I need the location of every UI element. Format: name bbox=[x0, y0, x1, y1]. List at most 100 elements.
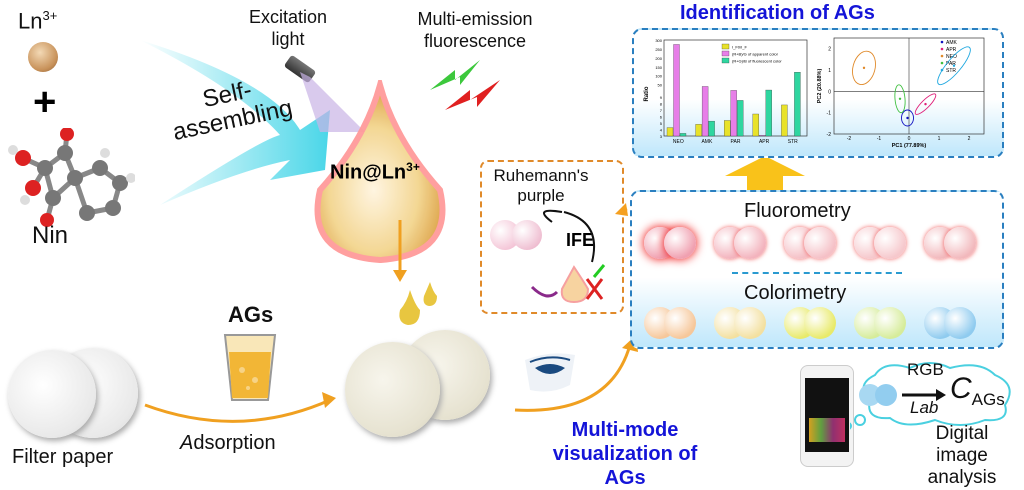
bar bbox=[737, 100, 744, 137]
y-tick-label: 3 bbox=[660, 134, 663, 139]
y-axis-label: Ratio bbox=[644, 86, 650, 101]
legend-label: APR bbox=[946, 47, 957, 53]
excitation-beam bbox=[300, 72, 365, 132]
y-tick-label: 200 bbox=[655, 56, 662, 61]
confidence-ellipse bbox=[852, 50, 876, 85]
x-tick-label: PAR bbox=[731, 139, 741, 145]
data-point bbox=[906, 116, 909, 120]
legend-marker bbox=[940, 54, 944, 58]
bar bbox=[759, 135, 766, 137]
x-axis-label: PC1 (77.89%) bbox=[892, 143, 927, 149]
x-tick-label: 2 bbox=[968, 136, 971, 142]
x-tick-label: -2 bbox=[847, 136, 852, 142]
nin-label: Nin bbox=[32, 222, 69, 249]
colorimetric-sphere bbox=[804, 307, 836, 339]
self-assembling-arrow bbox=[140, 40, 330, 205]
divider bbox=[732, 272, 902, 274]
y-tick-label: -1 bbox=[827, 111, 832, 117]
x-tick-label: STR bbox=[788, 139, 798, 145]
y-tick-label: 6 bbox=[660, 115, 663, 120]
data-point bbox=[952, 64, 956, 67]
ln-ion-sphere bbox=[28, 42, 58, 72]
data-point bbox=[924, 102, 927, 106]
visualization-arrow bbox=[514, 335, 638, 412]
up-arrow bbox=[725, 156, 805, 190]
down-arrow-and-drops bbox=[393, 220, 437, 325]
excitation-light-label: Excitation light bbox=[248, 7, 328, 49]
plus-sign: + bbox=[33, 80, 57, 124]
y-tick-label: 4 bbox=[660, 128, 663, 133]
legend-swatch bbox=[721, 57, 730, 64]
adsorption-arrow bbox=[144, 392, 336, 423]
colorimetric-sphere bbox=[734, 307, 766, 339]
y-axis-label: PC2 (20.88%) bbox=[817, 69, 823, 104]
smartphone bbox=[800, 365, 854, 467]
y-tick-label: 1 bbox=[828, 68, 831, 74]
fluorescent-sphere bbox=[664, 227, 696, 259]
thought-cloud bbox=[850, 362, 1011, 430]
bar bbox=[708, 120, 715, 137]
concentration-label: CAGs bbox=[950, 372, 1005, 409]
y-tick-label: 2 bbox=[828, 47, 831, 53]
y-tick-label: 100 bbox=[655, 74, 662, 79]
legend-label: I_F0/I_F bbox=[732, 45, 747, 50]
rgb-label: RGB bbox=[907, 360, 944, 379]
fluorescent-sphere bbox=[874, 227, 906, 259]
fluorescent-sphere bbox=[734, 227, 766, 259]
legend-label: (R+B)/G of apparent color bbox=[732, 52, 779, 57]
probe-label: Nin@Ln3+ bbox=[330, 160, 420, 184]
lab-label: Lab bbox=[910, 398, 939, 417]
eye-icon bbox=[525, 353, 575, 392]
legend-marker bbox=[940, 61, 944, 65]
bar bbox=[781, 104, 788, 137]
x-tick-label: 1 bbox=[938, 136, 941, 142]
legend-label: AMK bbox=[946, 40, 958, 46]
x-tick-label: 0 bbox=[908, 136, 911, 142]
adsorption-label: Adsorption bbox=[180, 432, 276, 454]
bar bbox=[666, 127, 674, 137]
y-tick-label: 150 bbox=[655, 65, 662, 70]
bar bbox=[679, 133, 687, 137]
legend-swatch bbox=[721, 43, 730, 50]
legend-marker bbox=[940, 40, 944, 44]
phone-screen bbox=[805, 378, 849, 452]
nin-ln-droplet bbox=[314, 80, 446, 264]
confidence-ellipse bbox=[901, 109, 914, 127]
legend-label: NEO bbox=[946, 54, 957, 60]
legend-marker bbox=[940, 47, 944, 51]
x-tick-label: -1 bbox=[877, 136, 882, 142]
legend-marker bbox=[940, 68, 944, 72]
legend-label: PAR bbox=[946, 61, 956, 67]
legend-swatch bbox=[721, 50, 730, 57]
legend-label: (R+G)/B of fluorescent color bbox=[732, 59, 782, 64]
ags-cup-icon bbox=[223, 334, 277, 401]
colorimetry-label: Colorimetry bbox=[744, 282, 847, 304]
x-tick-label: NEO bbox=[673, 139, 684, 145]
confidence-ellipse bbox=[914, 93, 937, 115]
y-tick-label: 50 bbox=[658, 83, 663, 88]
y-tick-label: 0 bbox=[828, 89, 831, 95]
data-point bbox=[898, 97, 902, 100]
fluorescent-sphere bbox=[804, 227, 836, 259]
ife-label: IFE bbox=[566, 230, 595, 250]
y-tick-label: 250 bbox=[655, 47, 662, 52]
confidence-ellipse bbox=[937, 46, 971, 86]
purple-sphere bbox=[512, 220, 542, 250]
data-point bbox=[862, 66, 866, 70]
y-tick-label: 8 bbox=[660, 102, 663, 107]
color-array-image bbox=[809, 418, 845, 442]
y-tick-label: 7 bbox=[660, 108, 663, 113]
identification-title: Identification of AGs bbox=[680, 2, 875, 24]
x-tick-label: AMK bbox=[701, 139, 713, 145]
colorimetric-sphere bbox=[874, 307, 906, 339]
fluorometry-label: Fluorometry bbox=[744, 200, 851, 222]
ln-ion-label: Ln3+ bbox=[18, 8, 58, 34]
ags-label: AGs bbox=[228, 302, 274, 327]
